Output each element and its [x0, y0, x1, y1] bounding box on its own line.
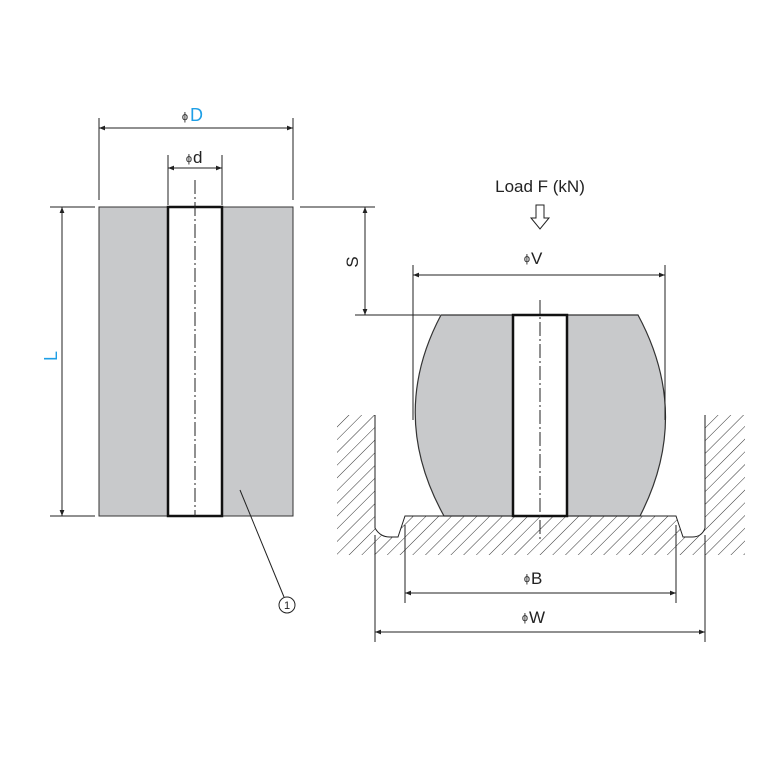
label-D: D	[190, 105, 203, 125]
phi-symbol: ϕ	[522, 612, 528, 624]
label-V: V	[531, 249, 543, 268]
phi-symbol: ϕ	[524, 573, 530, 585]
label-L: L	[41, 351, 61, 361]
load-arrow-icon	[529, 204, 551, 230]
compressed-state-view: Load F (kN) S ϕ V ϕ B ϕ W	[300, 177, 745, 642]
die-block	[337, 415, 745, 555]
phi-symbol: ϕ	[182, 111, 188, 123]
load-label: Load F (kN)	[495, 177, 585, 196]
label-S: S	[343, 256, 362, 267]
phi-symbol: ϕ	[186, 153, 192, 165]
label-W: W	[529, 608, 545, 627]
part-number-callout	[278, 596, 296, 614]
phi-symbol: ϕ	[524, 253, 530, 265]
free-state-view: ϕ D ϕ d L 1	[41, 105, 296, 614]
label-d: d	[193, 148, 202, 167]
part-number: 1	[284, 600, 290, 612]
label-B: B	[531, 569, 542, 588]
